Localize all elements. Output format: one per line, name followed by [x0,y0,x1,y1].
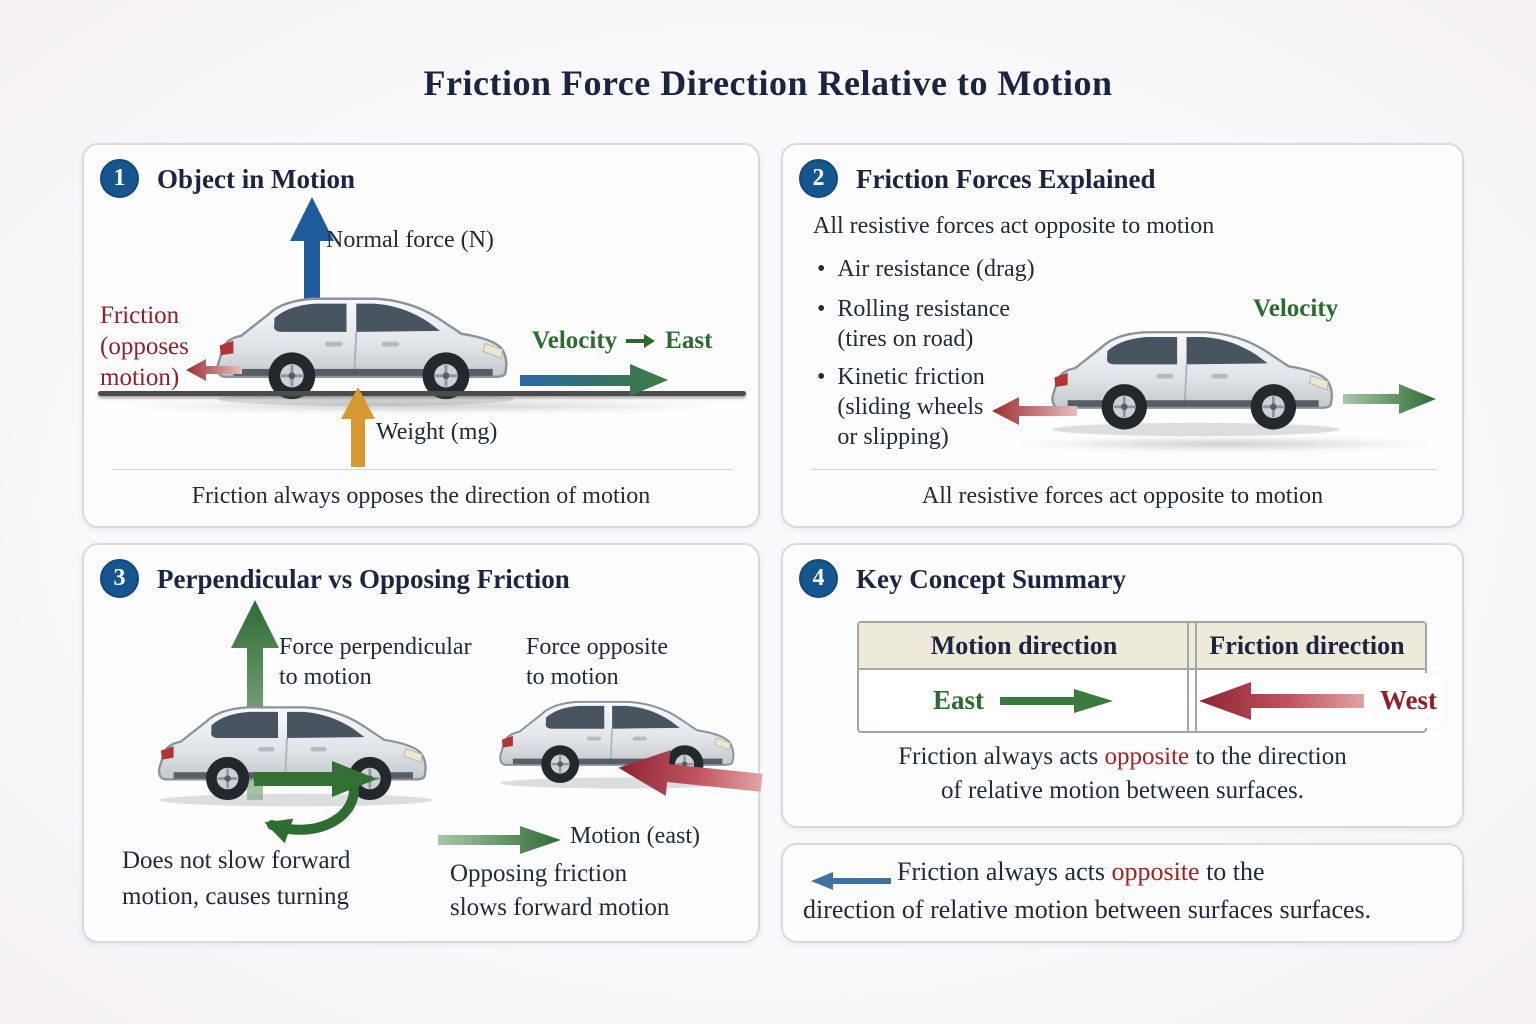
panel3-title: Perpendicular vs Opposing Friction [157,564,570,594]
turning-curved-arrow-icon [264,785,359,844]
friction-left-arrow-icon [186,359,242,381]
friction-direction-cell: West [1189,670,1445,731]
footer-left-arrow-icon [811,872,891,890]
footer-highlight: opposite [1111,857,1200,886]
panel2-subtitle: All resistive forces act opposite to mot… [813,213,1215,239]
panel2-velocity-label: Velocity [1253,295,1339,322]
east-arrow-glyph-icon [626,334,656,348]
road-shadow [114,399,730,413]
bullet-air-resistance-text: Air resistance (drag) [837,256,1035,282]
weight-label: Weight (mg) [376,419,498,445]
footer-text: to the [1199,857,1265,886]
panel4-caption-line1: Friction always acts opposite to the dir… [783,743,1462,771]
panel1-divider [112,469,734,470]
bullet-rolling-resistance: • Rolling resistance (tires on road) [817,295,1010,355]
footer-line1: Friction always acts opposite to the [897,857,1265,887]
panel2-divider [811,469,1438,470]
car-illustration [1051,330,1341,438]
panel-object-in-motion: 1 Object in Motion Normal force (N) Fric… [82,143,760,528]
panel4-number-badge: 4 [799,559,838,598]
footer-text: Friction always acts [897,857,1112,886]
bullet-kinetic-friction-text: Kinetic friction (sliding wheels or slip… [837,364,985,450]
table-column-divider [1195,623,1197,731]
caption-text: Friction always acts [898,743,1105,770]
velocity-right-arrow-icon [1343,384,1436,414]
bullet-dot: • [817,364,826,390]
motion-east-arrow-icon [438,826,561,854]
footer-note-panel: Friction always acts opposite to the dir… [781,843,1464,943]
bullet-dot: • [817,296,826,322]
panel-perpendicular-vs-opposing: 3 Perpendicular vs Opposing Friction For… [82,543,763,943]
page-title: Friction Force Direction Relative to Mot… [423,63,1113,103]
normal-force-up-arrow-icon [290,197,334,359]
panel1-title: Object in Motion [157,164,355,194]
bullet-dot: • [817,256,826,282]
perpendicular-label: Force perpendicular to motion [279,634,472,690]
summary-table-header-row: Motion direction Friction direction [859,623,1425,670]
panel3-number-badge: 3 [100,559,139,598]
road-line [98,391,746,396]
perpendicular-up-arrow-icon [231,600,279,800]
friction-direction-header: Friction direction [1209,630,1405,660]
panel-friction-forces-explained: 2 Friction Forces Explained All resistiv… [781,143,1464,528]
caption-text: to the direction [1189,743,1347,770]
weight-up-arrow-icon [341,387,375,467]
velocity-gradient-arrow-icon [520,364,668,396]
west-left-arrow-icon [1199,681,1364,720]
velocity-text: Velocity [532,327,618,354]
bullet-air-resistance: • Air resistance (drag) [817,255,1035,285]
summary-table: Motion direction Friction direction East… [857,621,1445,733]
panel4-title: Key Concept Summary [856,564,1126,594]
panel4-caption-line2: of relative motion between surfaces. [940,777,1305,804]
panel1-number-badge: 1 [100,159,139,198]
friction-left-arrow-icon [992,397,1077,425]
motion-direction-cell: East [859,670,1189,731]
velocity-east-label: Velocity East [532,327,712,355]
bullet-kinetic-friction: • Kinetic friction (sliding wheels or sl… [817,363,985,452]
table-column-divider [1187,623,1189,731]
east-right-arrow-icon [1000,688,1113,713]
panel3-right-caption: Opposing friction slows forward motion [450,860,670,921]
motion-east-label: Motion (east) [570,823,700,849]
panel-key-concept-summary: 4 Key Concept Summary Motion direction F… [781,543,1464,828]
opposing-friction-left-arrow-icon [618,750,763,796]
motion-direction-header: Motion direction [930,630,1118,660]
bullet-rolling-resistance-text: Rolling resistance (tires on road) [837,296,1011,352]
panel2-number-badge: 2 [799,159,838,198]
normal-force-label: Normal force (N) [326,227,494,253]
footer-line2: direction of relative motion between sur… [803,895,1372,924]
ground-shadow [1015,437,1435,451]
opposite-label: Force opposite to motion [526,634,668,690]
friction-label: Friction (opposes motion) [100,302,189,391]
panel1-caption: Friction always opposes the direction of… [191,483,651,509]
panel2-title: Friction Forces Explained [856,164,1156,194]
west-value: West [1380,685,1437,715]
caption-highlight: opposite [1104,743,1190,770]
east-value: East [932,685,984,715]
summary-table-data-row: East West [859,670,1445,731]
panel3-left-caption: Does not slow forward motion, causes tur… [122,847,351,911]
panel2-caption: All resistive forces act opposite to mot… [921,483,1324,509]
east-text: East [665,327,713,354]
perpendicular-force-right-arrow-icon [254,761,377,797]
